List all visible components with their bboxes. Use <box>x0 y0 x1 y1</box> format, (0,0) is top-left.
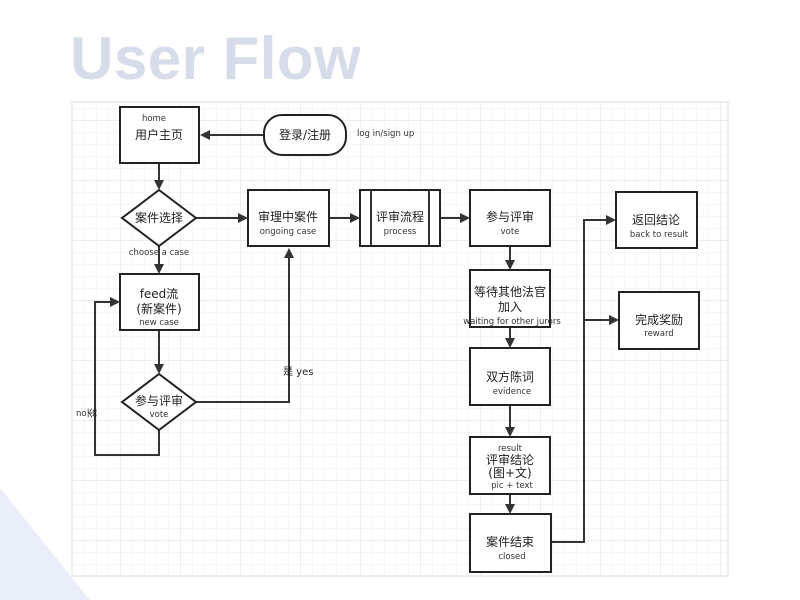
node-vote-left: 参与评审 vote <box>120 372 198 432</box>
node-ongoing-zh: 审理中案件 <box>258 209 318 224</box>
edge-label-yes: 是 yes <box>283 366 313 378</box>
node-evidence-en: evidence <box>493 387 532 397</box>
node-back-to-result: 返回结论 back to result <box>615 191 698 249</box>
node-vote-right-en: vote <box>501 227 520 237</box>
node-process-en: process <box>384 227 417 237</box>
node-back-zh: 返回结论 <box>632 213 680 227</box>
node-vote-left-en: vote <box>150 410 169 420</box>
arrow-head <box>154 264 164 274</box>
arrow-head <box>505 260 515 270</box>
node-waiting: 等待其他法官 加入 waiting for other jurors <box>463 269 561 328</box>
node-result: result 评审结论 (图+文) pic + text <box>469 436 551 495</box>
arrow-head <box>200 130 210 140</box>
login-note: log in/sign up <box>357 129 414 139</box>
node-choose-zh: 案件选择 <box>135 210 183 225</box>
node-feed-zh2: (新案件) <box>136 301 181 316</box>
node-vote-right-zh: 参与评审 <box>486 209 534 224</box>
node-result-en-top: result <box>498 444 523 454</box>
node-back-en: back to result <box>630 230 689 240</box>
arrow-head <box>505 338 515 348</box>
node-choose: 案件选择 <box>120 188 198 248</box>
node-result-zh2: (图+文) <box>488 465 531 480</box>
arrow-head <box>284 248 294 258</box>
node-process-zh: 评审流程 <box>376 209 424 224</box>
node-vote-right: 参与评审 vote <box>469 189 551 247</box>
node-login-zh: 登录/注册 <box>279 127 331 142</box>
node-ongoing-en: ongoing case <box>260 227 317 237</box>
edge-label-no-en: no <box>76 409 87 419</box>
node-closed-zh: 案件结束 <box>486 534 534 549</box>
node-home-en: home <box>142 114 166 124</box>
node-choose-en: choose a case <box>129 248 189 258</box>
node-result-zh1: 评审结论 <box>486 452 534 467</box>
node-vote-left-zh: 参与评审 <box>135 393 183 408</box>
arrow-head <box>154 180 164 190</box>
node-waiting-zh1: 等待其他法官 <box>474 284 546 299</box>
node-login: 登录/注册 <box>263 114 347 156</box>
node-waiting-en: waiting for other jurors <box>463 317 561 327</box>
arrow-head <box>350 213 360 223</box>
node-closed-en: closed <box>498 552 525 562</box>
node-process: 评审流程 process <box>359 189 441 247</box>
node-evidence-zh: 双方陈词 <box>486 369 534 384</box>
node-result-en: pic + text <box>491 481 533 491</box>
node-evidence: 双方陈词 evidence <box>469 347 551 406</box>
arrow-head <box>238 213 248 223</box>
edges <box>94 130 619 543</box>
edge-label-no-zh: 否 <box>87 408 99 418</box>
node-reward-en: reward <box>644 329 673 339</box>
arrow-head <box>609 315 619 325</box>
node-waiting-zh2: 加入 <box>498 300 522 314</box>
arrow-head <box>505 427 515 437</box>
node-feed: feed流 (新案件) new case <box>119 273 200 331</box>
arrow-head <box>505 504 515 514</box>
arrow-head <box>460 213 470 223</box>
arrow-head <box>606 215 616 225</box>
page-title: User Flow <box>70 25 362 92</box>
node-reward-zh: 完成奖励 <box>635 312 683 327</box>
arrow-head <box>110 297 120 307</box>
node-feed-zh1: feed流 <box>140 287 179 301</box>
node-ongoing: 审理中案件 ongoing case <box>247 189 330 247</box>
node-closed: 案件结束 closed <box>469 513 552 573</box>
arrow-head <box>154 364 164 374</box>
edge-closed-back <box>551 219 608 543</box>
node-reward: 完成奖励 reward <box>618 291 700 350</box>
node-home: home 用户主页 <box>119 106 200 164</box>
node-feed-en: new case <box>139 318 179 328</box>
node-home-zh: 用户主页 <box>135 127 183 142</box>
edge-vote-no <box>94 301 160 456</box>
edge-vote-yes <box>196 256 290 403</box>
